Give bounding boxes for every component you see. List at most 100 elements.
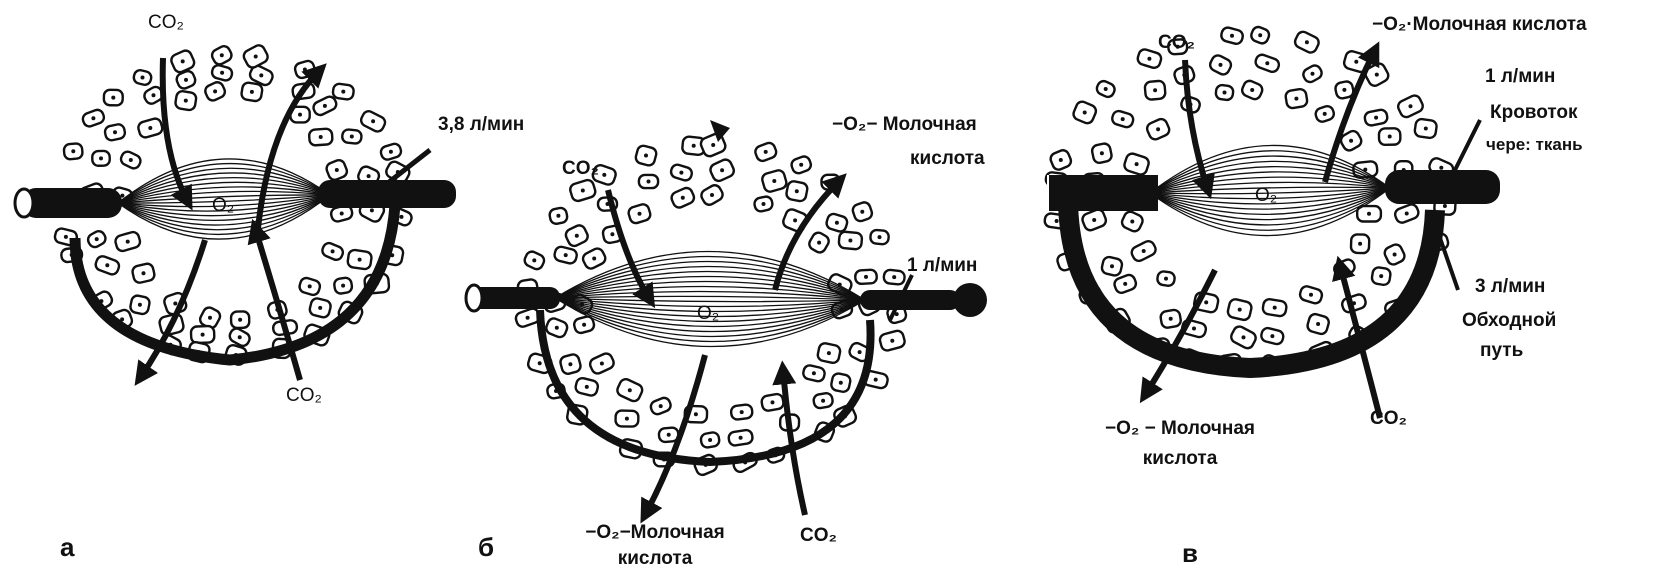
cell-nucleus — [201, 333, 205, 337]
cell-nucleus — [208, 316, 212, 320]
panel-a-artery-left-opening — [15, 189, 33, 217]
cell-nucleus — [647, 180, 651, 184]
cell-nucleus — [238, 335, 242, 339]
panel-a-co2-bottom-label: CO₂ — [286, 385, 322, 407]
cell-nucleus — [1294, 97, 1298, 101]
cell-nucleus — [1123, 282, 1127, 286]
panel-a-diagram — [15, 43, 456, 380]
cell-nucleus — [1104, 87, 1108, 91]
cell-nucleus — [592, 257, 596, 261]
cell-nucleus — [1265, 61, 1269, 65]
panel-b-diagram — [466, 120, 987, 515]
panel-b-artery-right — [860, 290, 960, 310]
cell-nucleus — [827, 351, 831, 355]
cell-nucleus — [892, 275, 896, 279]
panel-a-co2-top-label: CO₂ — [148, 12, 184, 34]
cell-nucleus — [367, 174, 371, 178]
panel-c-diagram — [1044, 25, 1500, 418]
cell-nucleus — [91, 116, 95, 120]
cell-nucleus — [1147, 57, 1151, 61]
cell-nucleus — [762, 202, 766, 206]
cell-nucleus — [638, 212, 642, 216]
cell-nucleus — [1375, 73, 1379, 77]
cell-nucleus — [1342, 88, 1346, 92]
cell-nucleus — [835, 221, 839, 225]
cell-nucleus — [1349, 139, 1353, 143]
panel-c-tissue-line2: чере: ткань — [1486, 134, 1583, 156]
cell-nucleus — [874, 378, 878, 382]
panel-b-capillaries — [555, 251, 865, 346]
cell-nucleus — [667, 433, 671, 437]
cell-nucleus — [400, 215, 404, 219]
cell-nucleus — [1055, 219, 1059, 223]
cell-nucleus — [532, 258, 536, 262]
cell-nucleus — [1121, 117, 1125, 121]
cell-nucleus — [771, 400, 775, 404]
cell-nucleus — [181, 59, 185, 63]
cell-nucleus — [1388, 135, 1392, 139]
cell-nucleus — [829, 180, 833, 184]
cell-nucleus — [1135, 162, 1139, 166]
cell-nucleus — [142, 271, 146, 275]
cell-nucleus — [1379, 274, 1383, 278]
cell-nucleus — [213, 89, 217, 93]
cell-nucleus — [1409, 104, 1413, 108]
cell-nucleus — [184, 99, 188, 103]
cell-nucleus — [538, 361, 542, 365]
cell-nucleus — [250, 90, 254, 94]
cell-nucleus — [1443, 204, 1447, 208]
panel-c-tissue-line1: Кровоток — [1490, 102, 1578, 124]
cell-nucleus — [1110, 264, 1114, 268]
panel-b-co2-bottom-label: CO₂ — [800, 525, 837, 547]
cell-nucleus — [679, 171, 683, 175]
cell-nucleus — [764, 150, 768, 154]
cell-nucleus — [1230, 34, 1234, 38]
panel-c-co2-bottom-label: CO₂ — [1370, 408, 1407, 430]
cell-nucleus — [152, 93, 156, 97]
cell-nucleus — [1309, 293, 1313, 297]
panel-c-bypass-line2: путь — [1480, 340, 1523, 362]
panel-c-lactic-bottom-line2: кислота — [1070, 448, 1290, 470]
cell-nucleus — [220, 53, 224, 57]
cell-nucleus — [772, 179, 776, 183]
cell-nucleus — [1169, 317, 1173, 321]
cell-nucleus — [710, 193, 714, 197]
cell-nucleus — [659, 404, 663, 408]
cell-nucleus — [1358, 242, 1362, 246]
cell-nucleus — [878, 235, 882, 239]
cell-nucleus — [625, 417, 629, 421]
cell-nucleus — [610, 232, 614, 236]
panel-b-o2-label: O₂ — [697, 303, 719, 325]
cell-nucleus — [1316, 322, 1320, 326]
cell-nucleus — [259, 73, 263, 77]
panel-b-lactic-top-line1: −O₂− Молочная — [832, 114, 977, 136]
panel-c-tissue-pointer — [1452, 120, 1480, 176]
cell-nucleus — [148, 126, 152, 130]
cell-nucleus — [799, 163, 803, 167]
cell-nucleus — [184, 78, 188, 82]
cell-nucleus — [111, 96, 115, 100]
cell-nucleus — [1223, 91, 1227, 95]
cell-nucleus — [1393, 253, 1397, 257]
panel-c-flow-tissue-label: 1 л/мин — [1485, 66, 1555, 88]
cell-nucleus — [708, 438, 712, 442]
panel-c-letter: в — [1182, 538, 1198, 569]
cell-nucleus — [585, 385, 589, 389]
cell-nucleus — [858, 350, 862, 354]
cell-nucleus — [1142, 249, 1146, 253]
cell-nucleus — [1238, 308, 1242, 312]
panel-b-letter: б — [478, 532, 494, 563]
cell-nucleus — [864, 275, 868, 279]
cell-nucleus — [1439, 166, 1443, 170]
cell-nucleus — [812, 371, 816, 375]
cell-nucleus — [1305, 40, 1309, 44]
cell-nucleus — [817, 241, 821, 245]
cell-nucleus — [303, 68, 307, 72]
cell-nucleus — [1204, 300, 1208, 304]
cell-nucleus — [331, 249, 335, 253]
panel-c-co2-top-label: CO₂ — [1158, 32, 1195, 54]
cell-nucleus — [711, 143, 715, 147]
panel-b-artery-right-end — [953, 283, 987, 317]
cell-nucleus — [358, 258, 362, 262]
